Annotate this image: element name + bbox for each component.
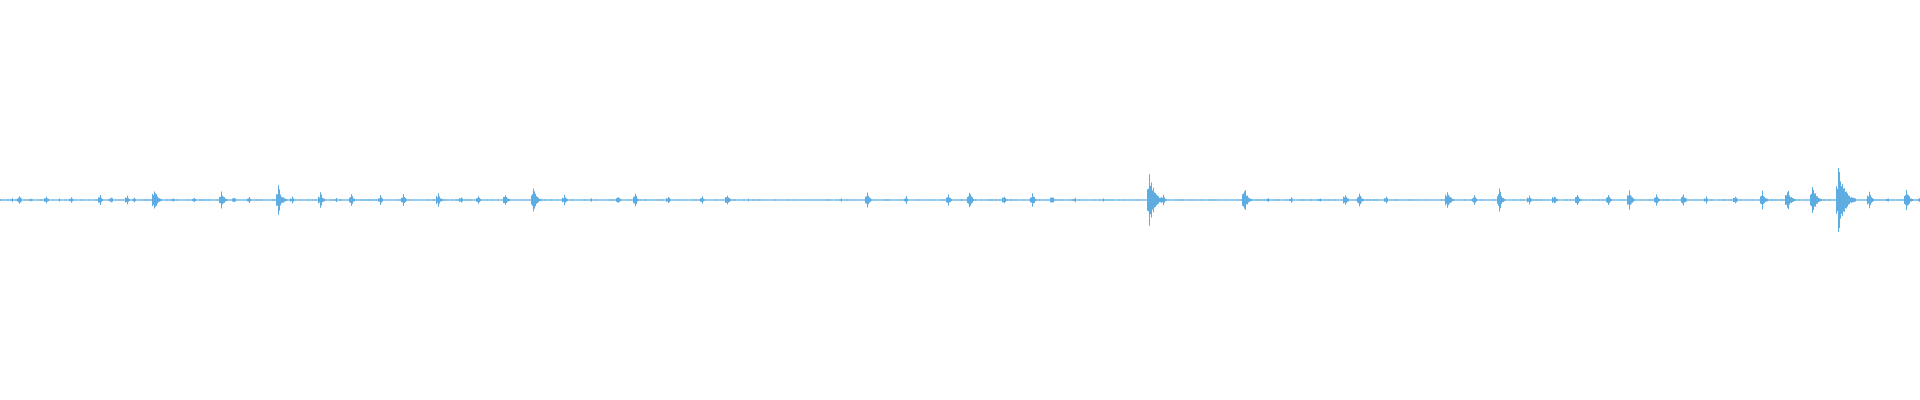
- waveform-bars: [0, 168, 1920, 232]
